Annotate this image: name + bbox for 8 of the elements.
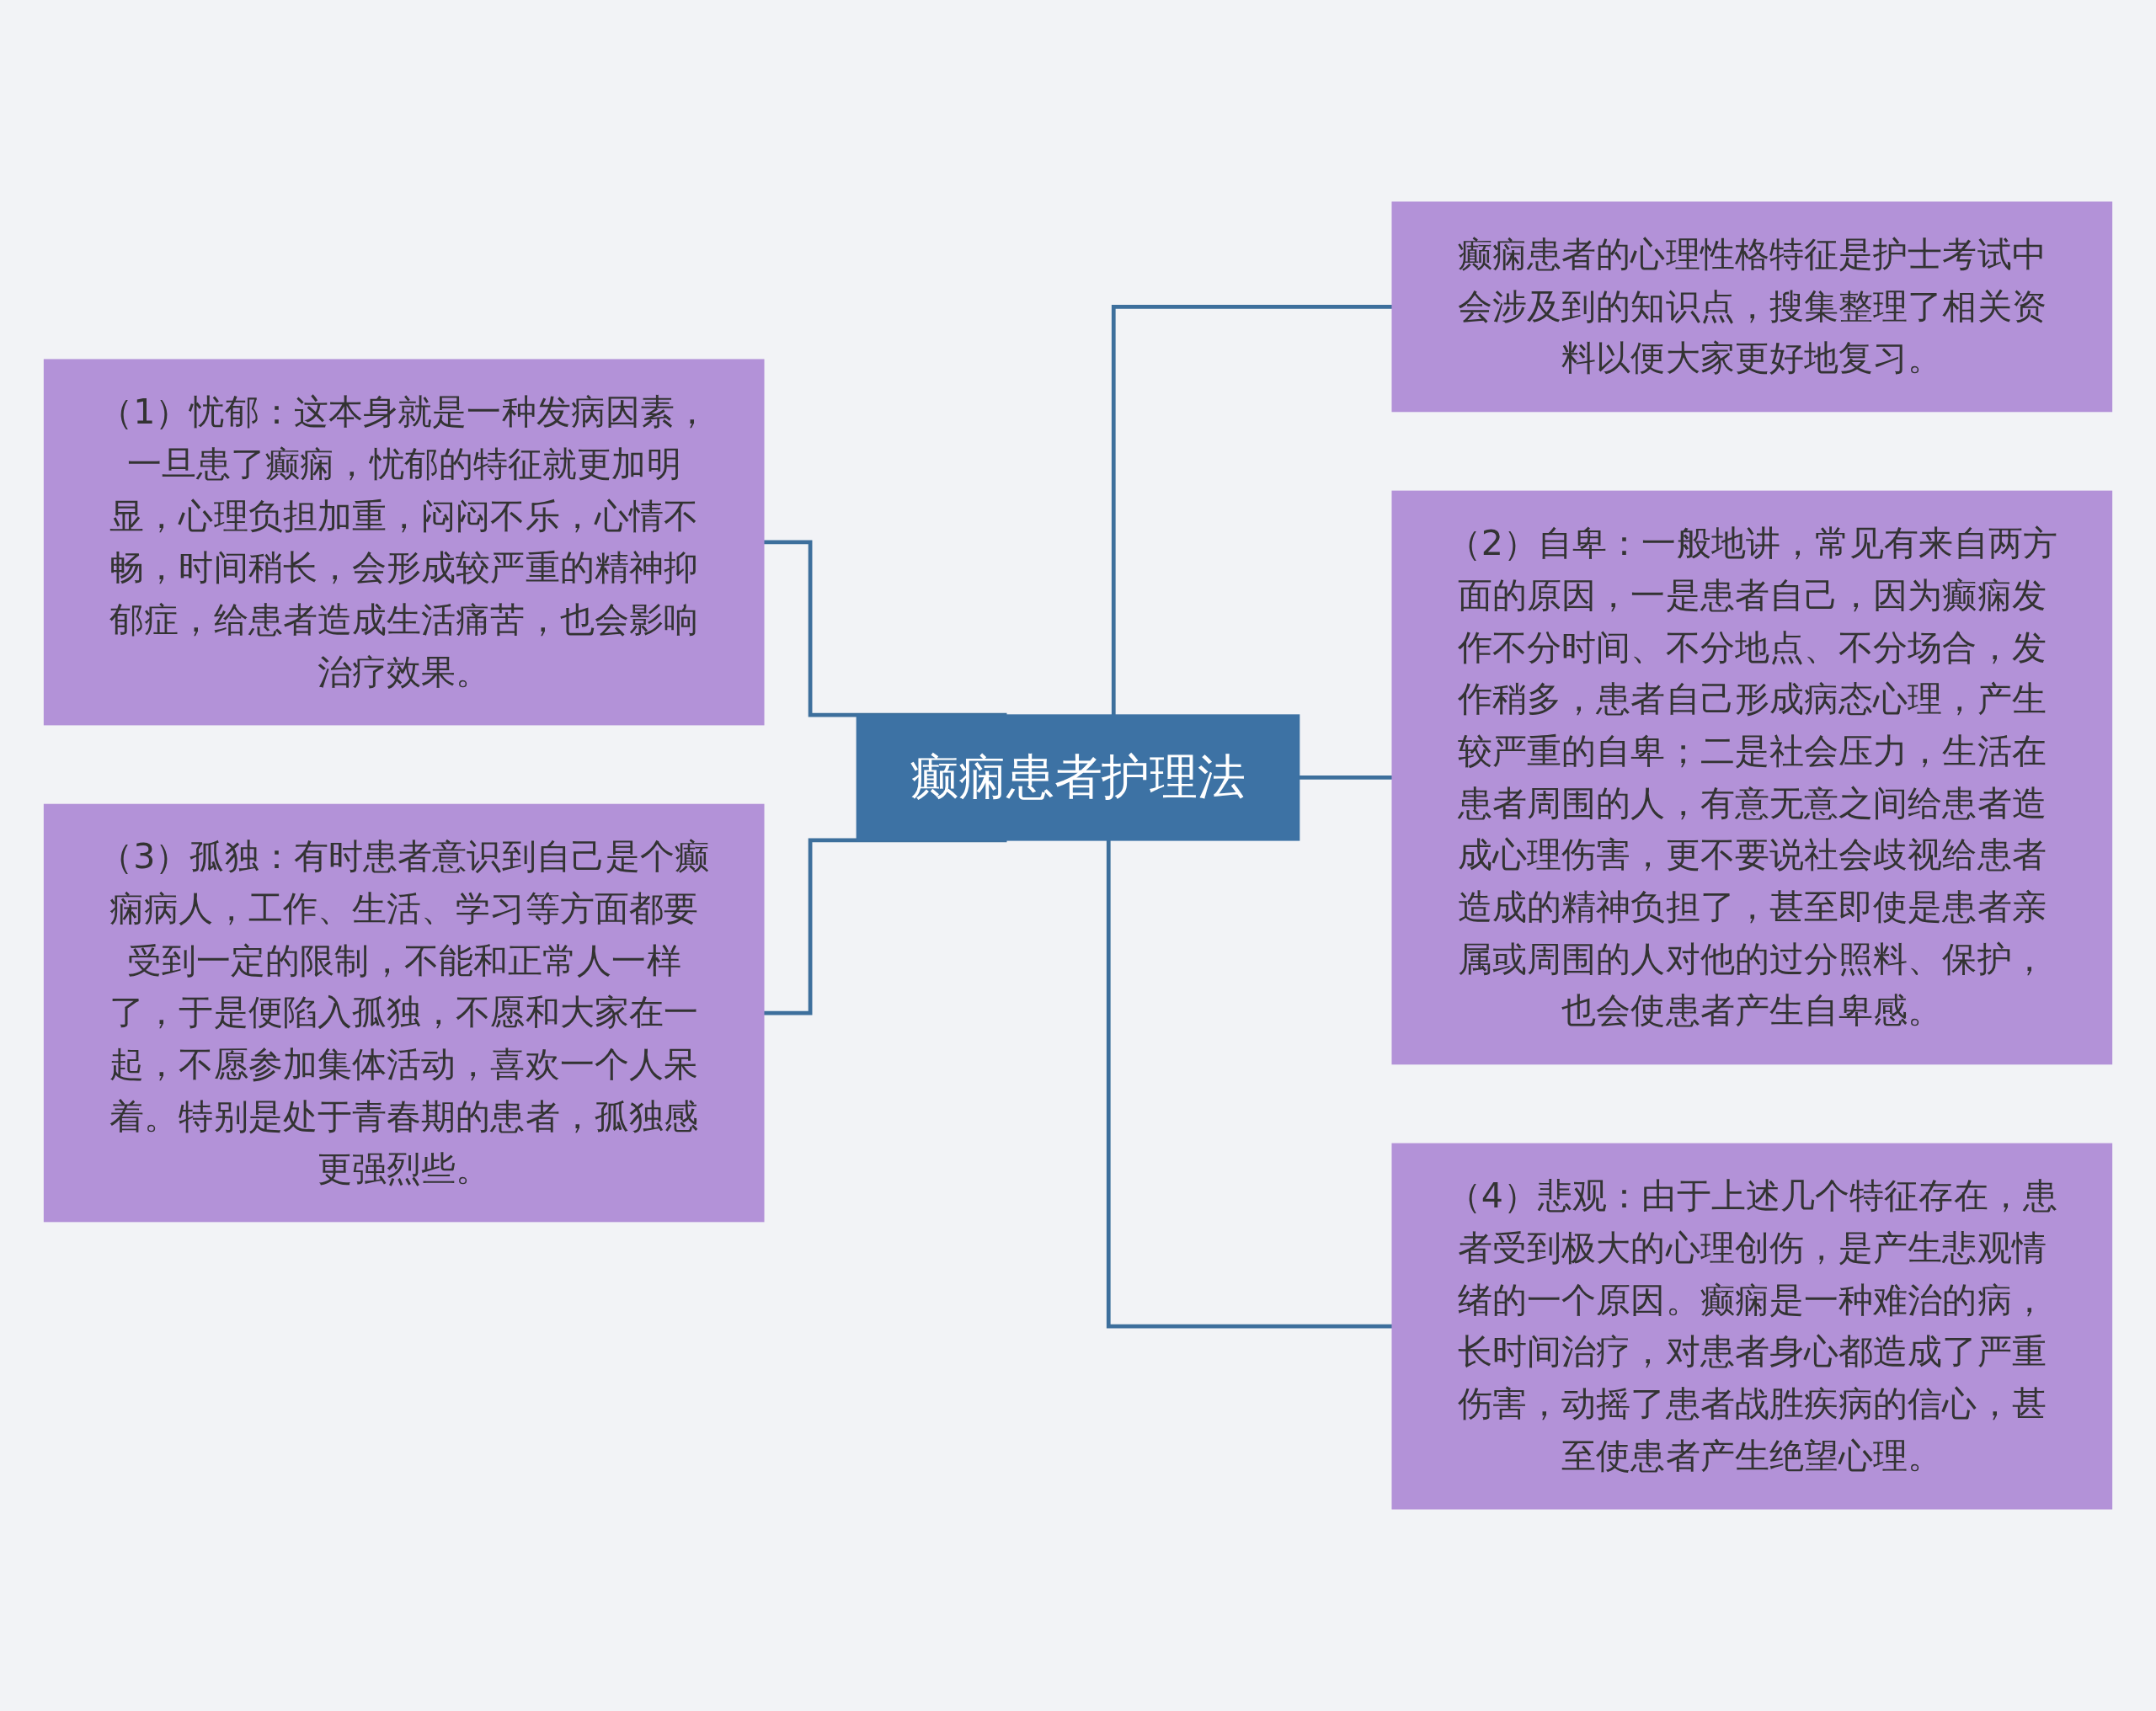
connector <box>1111 305 1393 716</box>
node-box: 癫痫患者护理法 <box>856 714 1300 841</box>
node-box: （3）孤独：有时患者意识到自己是个癫痫病人，工作、生活、学习等方面都要受到一定的限制，不能和正常人一样了，于是便陷入孤独，不愿和大家在一起，不愿参加集体活动，喜欢一个人呆着。特别是处于青春期的患者，孤独感更强烈些。 <box>43 803 765 1223</box>
node-box: （2）自卑：一般地讲，常见有来自两方面的原因，一是患者自己，因为癫痫发作不分时间、不分地点、不分场合，发作稍多，患者自己形成病态心理，产生较严重的自卑；二是社会压力，生活在患者周围的人，有意无意之间给患者造成心理伤害，更不要说社会歧视给患者造成的精神负担了，甚至即使是患者亲属或周围的人对他的过分照料、保护，也会使患者产生自卑感。 <box>1391 490 2113 1065</box>
node-box: （4）悲观：由于上述几个特征存在，患者受到极大的心理创伤，是产生悲观情绪的一个原因。癫痫是一种难治的病，长时间治疗，对患者身心都造成了严重伤害，动摇了患者战胜疾病的信心，甚至使患者产生绝望心理。 <box>1391 1143 2113 1510</box>
node-box: （1）忧郁：这本身就是一种发病因素，一旦患了癫痫，忧郁的特征就更加明显，心理负担加重，闷闷不乐，心情不畅，时间稍长，会形成较严重的精神抑郁症，给患者造成生活痛苦，也会影响治疗效果。 <box>43 359 765 726</box>
node-box: 癫痫患者的心理性格特征是护士考试中会涉及到的知识点，搜集整理了相关资料以便大家更好地复习。 <box>1391 201 2113 413</box>
connector <box>1106 840 1393 1329</box>
